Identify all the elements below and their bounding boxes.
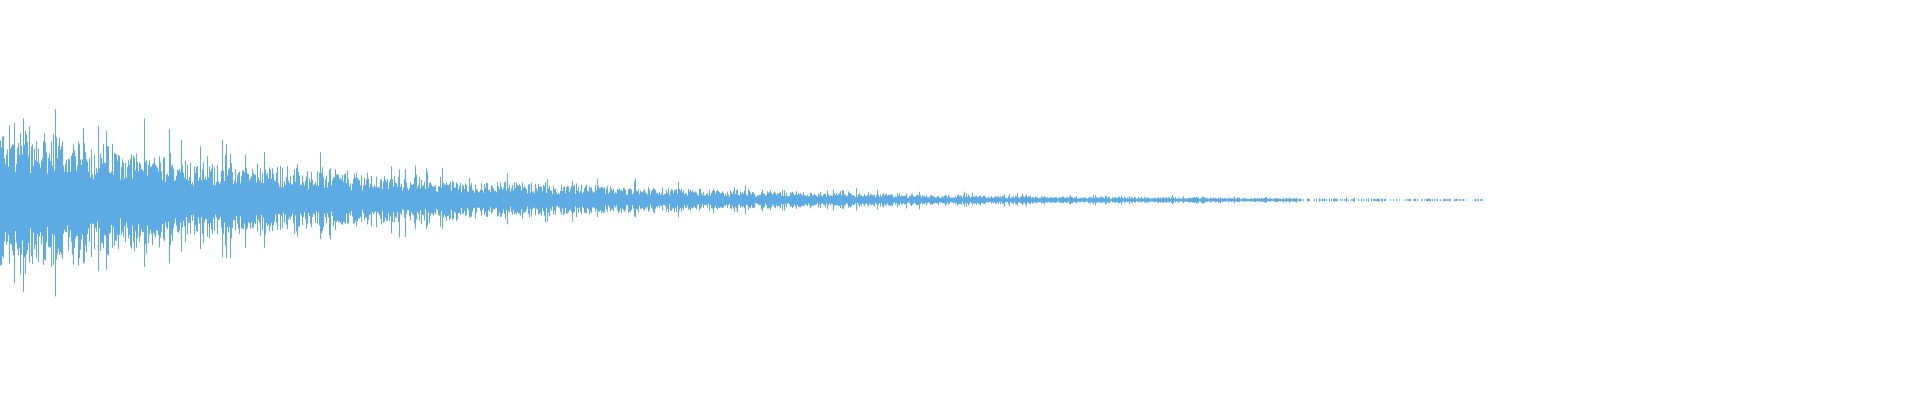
waveform-path	[0, 109, 1483, 297]
